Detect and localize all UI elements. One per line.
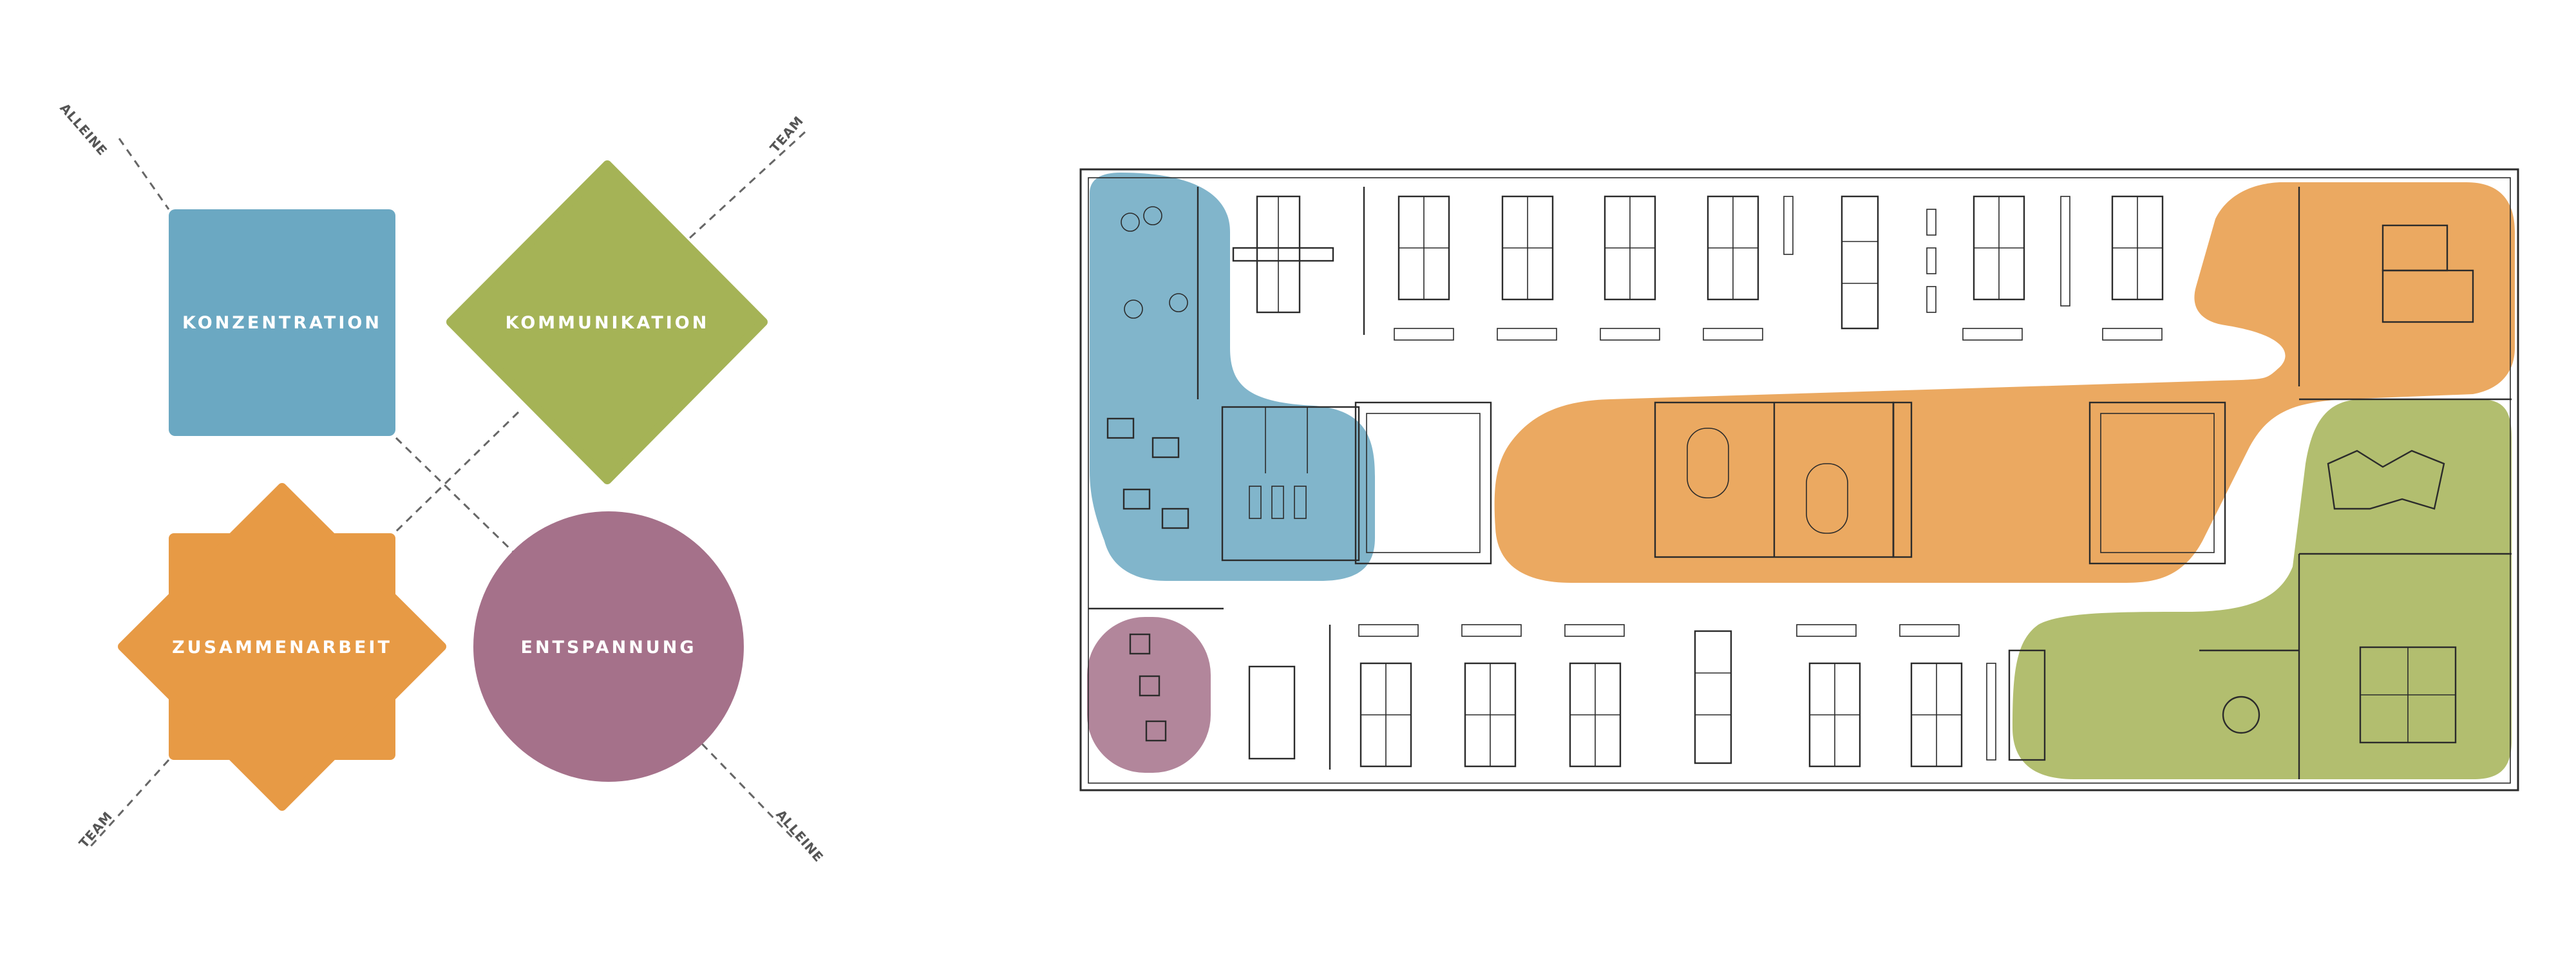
building-outline xyxy=(1079,168,2519,791)
kommunikation-zone xyxy=(2012,399,2512,779)
axis-label-bottom-left: TEAM xyxy=(76,808,116,851)
desk-row-top xyxy=(1232,187,2164,341)
kommunikation-diamond xyxy=(446,160,768,484)
entspannung-label: ENTSPANNUNG xyxy=(521,638,697,658)
axis-label-top-left: ALLEINE xyxy=(57,100,110,159)
axis-line-cross-a xyxy=(395,437,516,555)
right-rooms xyxy=(2008,187,2512,779)
konzentration-label: KONZENTRATION xyxy=(182,313,382,333)
floor-plan xyxy=(1079,168,2519,791)
zusammenarbeit-zone xyxy=(1494,182,2515,583)
axis-line-team-top xyxy=(685,131,806,243)
desk-row-bottom xyxy=(1248,624,1996,770)
axis-line-alleine-top xyxy=(118,138,170,210)
axis-label-top-right: TEAM xyxy=(767,113,807,155)
left-rooms xyxy=(1088,187,1224,742)
axis-line-team-bottom xyxy=(89,759,170,848)
konzentration-zone xyxy=(1090,173,1375,581)
axis-label-bottom-right: ALLEINE xyxy=(773,807,826,866)
zusammenarbeit-label: ZUSAMMENARBEIT xyxy=(172,638,392,658)
middle-row xyxy=(1221,401,2226,565)
concept-diagram: ALLEINE TEAM TEAM ALLEINE KONZENTRATION … xyxy=(57,100,826,866)
zusammenarbeit-star xyxy=(118,483,446,811)
entspannung-circle xyxy=(473,511,744,782)
konzentration-square xyxy=(169,209,395,436)
axis-line-cross-b xyxy=(392,411,520,536)
kommunikation-label: KOMMUNIKATION xyxy=(506,313,710,333)
